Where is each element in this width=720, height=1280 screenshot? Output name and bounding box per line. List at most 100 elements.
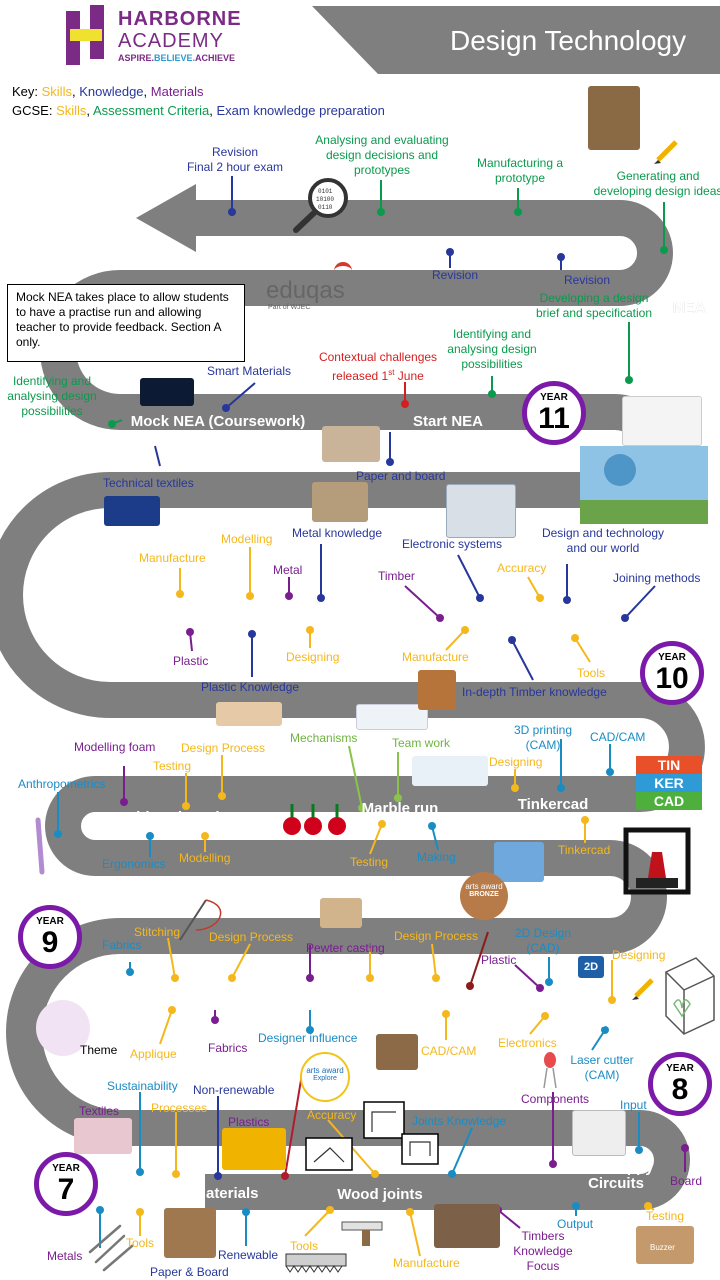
label-accuracy-10: Accuracy: [497, 561, 547, 575]
label-timber-knowledge: In-depth Timber knowledge: [462, 685, 607, 699]
label-manufacture-10: Manufacture: [139, 551, 206, 565]
project-toothbrush: Toothbrush project: [104, 809, 242, 826]
timber-photo: [418, 670, 456, 710]
label-modelling-9: Modelling: [179, 851, 231, 865]
label-revision-right: Revision: [564, 273, 611, 287]
plastics-photo: [222, 1128, 286, 1170]
label-ergonomics: Ergonomics: [102, 857, 166, 871]
label-input: Input: [620, 1098, 647, 1112]
project-tea-light: Tea Light holders: [215, 607, 339, 624]
project-materials: Materials: [193, 1185, 259, 1202]
label-timber: Timber: [378, 569, 415, 583]
label-tools-7b: Tools: [290, 1239, 319, 1253]
marble-icon: [283, 804, 346, 835]
logo-subname: ACADEMY: [118, 30, 224, 52]
saw-icon: [285, 1253, 347, 1273]
svg-text:10100: 10100: [316, 196, 334, 203]
label-designing-8: Designing: [612, 948, 666, 962]
label-board: Board: [670, 1174, 703, 1188]
label-renewable: Renewable: [218, 1248, 279, 1262]
label-designing-10: Designing: [286, 650, 340, 664]
svg-text:0110: 0110: [318, 204, 333, 211]
label-paper-board-10: Paper and board: [356, 469, 446, 483]
project-textiles-led: Textiles LED keyring: [113, 990, 261, 1007]
label-output: Output: [557, 1217, 594, 1231]
label-designer-influence: Designer influence: [258, 1031, 358, 1045]
label-manufacture-7: Manufacture: [393, 1256, 460, 1270]
pencil-icon: [654, 140, 678, 164]
cutlery-icon: [88, 1224, 134, 1272]
label-accuracy-7: Accuracy: [307, 1108, 357, 1122]
project-start-nea: Start NEA: [412, 413, 484, 430]
label-plastic-8: Plastic: [481, 953, 517, 967]
label-design-process-8b: Design Process: [394, 929, 479, 943]
label-design-process-9: Design Process: [181, 741, 266, 755]
label-designing-9: Designing: [489, 755, 543, 769]
arts-award-explore-badge: arts award Explore: [300, 1052, 350, 1102]
toothbrush-icon: [35, 817, 45, 875]
label-mechanisms: Mechanisms: [290, 731, 358, 745]
label-design-process-8a: Design Process: [209, 930, 294, 944]
plastic-hands-photo: [216, 702, 282, 726]
label-joints-knowledge: Joints Knowledge: [412, 1114, 507, 1128]
tinkercad-logo: TIN KER CAD: [636, 756, 702, 810]
label-testing-9a: Testing: [153, 759, 192, 773]
buzzer-label: Buzzer: [650, 1243, 675, 1252]
2d-design-logo: 2D: [578, 956, 604, 978]
label-textiles-7: Textiles: [79, 1104, 120, 1118]
project-anthropomorphism: Anthropomorphism: [463, 611, 603, 628]
joint-diagram-2: [401, 1133, 439, 1165]
project-tinkercad: Tinkercad: [517, 796, 589, 813]
label-team-work: Team work: [392, 736, 451, 750]
wooden-model-photo: [588, 86, 640, 150]
label-paper-board-7: Paper & Board: [150, 1265, 229, 1279]
label-metal: Metal: [273, 563, 303, 577]
technical-textiles-photo: [104, 496, 160, 526]
paper-board-photo: [322, 426, 380, 462]
needle-icon: [179, 899, 222, 941]
metal-knowledge-photo: [312, 482, 368, 522]
buzzer-photo: [636, 1226, 694, 1264]
joint-diagram-1: [363, 1101, 405, 1139]
project-scrappy-1: Scrappy: [594, 1159, 654, 1176]
cad-cam-photo: [376, 1034, 418, 1070]
among-us-photo: [494, 842, 544, 882]
label-cadcam-8: CAD/CAM: [421, 1044, 477, 1058]
label-stitching: Stitching: [134, 925, 181, 939]
label-tools-10: Tools: [577, 666, 606, 680]
printer-3d-icon: [623, 827, 691, 895]
project-jewellery: Jewellery Design: [329, 991, 451, 1008]
joint-diagram-3: [305, 1137, 353, 1171]
pewter-photo: [320, 898, 362, 928]
label-making: Making: [417, 850, 456, 864]
label-applique: Applique: [130, 1047, 177, 1061]
magnifier-icon: 0101 10100 0110: [293, 178, 348, 233]
label-modelling-foam: Modelling foam: [74, 740, 156, 754]
label-laser-cutter: Laser cutter(CAM): [570, 1053, 634, 1082]
circuit-photo: [572, 1110, 626, 1156]
label-testing-7: Testing: [646, 1209, 685, 1223]
electronic-systems-photo: [446, 484, 516, 538]
led-icon: [543, 1052, 557, 1089]
label-pewter-casting: Pewter casting: [306, 941, 385, 955]
title-banner: [312, 6, 720, 74]
logo-name: HARBORNE: [118, 8, 242, 30]
mock-nea-note: Mock NEA takes place to allow students t…: [7, 284, 245, 362]
label-technical-textiles: Technical textiles: [103, 476, 194, 490]
eduqas-logo: eduqas: [266, 277, 345, 304]
project-moody-lights-1: Moody: [551, 994, 601, 1011]
project-scrappy-2: Circuits: [588, 1175, 644, 1192]
label-contextual-challenges: Contextual challenges released 1st June: [318, 350, 438, 383]
ruler-icon: [341, 1221, 383, 1246]
label-processes: Processes: [151, 1101, 208, 1115]
textiles-photo: [74, 1118, 132, 1154]
